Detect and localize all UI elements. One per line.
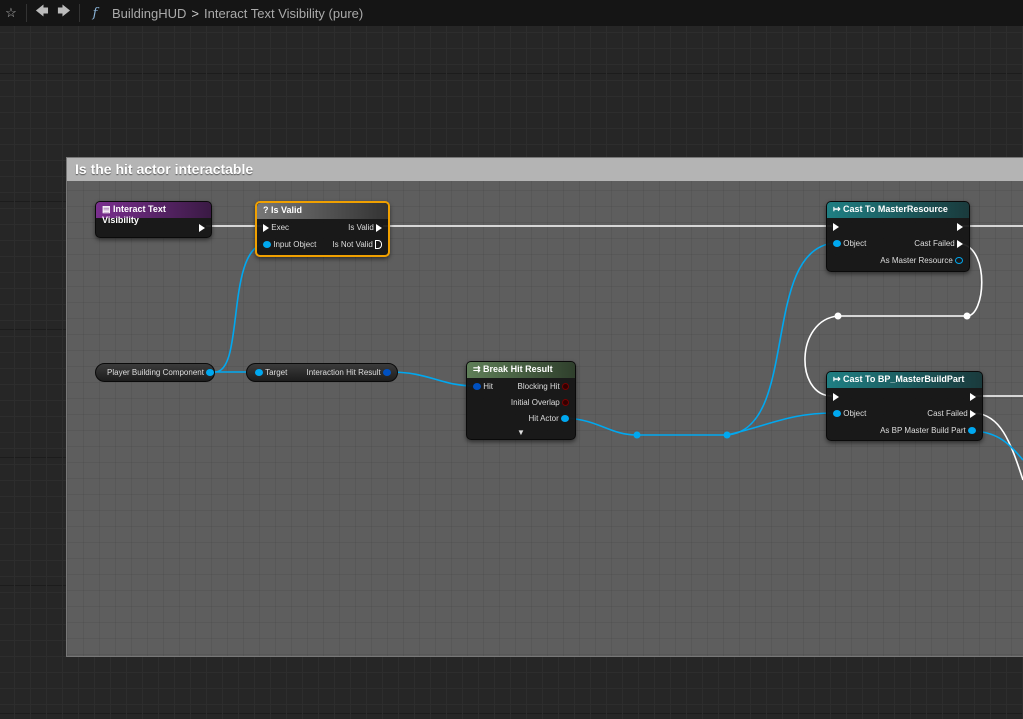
reroute-node: [963, 312, 971, 320]
reroute-node: [723, 431, 731, 439]
node-title: Interact Text Visibility: [102, 204, 166, 225]
pin-label: Cast Failed: [927, 409, 968, 418]
question-icon: ?: [263, 205, 269, 215]
pin-label: Hit Actor: [528, 414, 559, 423]
bool-out-pin[interactable]: [562, 383, 569, 391]
pin-label: Blocking Hit: [517, 382, 560, 391]
object-out-pin[interactable]: [206, 369, 215, 377]
pin-label: Exec: [271, 223, 290, 232]
bool-out-pin[interactable]: [562, 399, 569, 407]
expand-chevron-icon[interactable]: ▼: [517, 428, 525, 437]
exec-out-pin[interactable]: [957, 222, 963, 231]
cast-icon: ↦: [833, 204, 844, 214]
pin-label: As BP Master Build Part: [880, 426, 966, 435]
pin-label: Target: [265, 368, 288, 377]
exec-out-pin[interactable]: [376, 223, 382, 232]
pin-label: Input Object: [273, 240, 317, 249]
favorite-star-icon[interactable]: ☆: [5, 5, 17, 20]
function-icon: f: [92, 5, 98, 21]
cast-failed-pin[interactable]: [957, 239, 963, 248]
struct-out-pin[interactable]: [383, 369, 391, 377]
player-building-component-node[interactable]: Player Building Component: [95, 363, 215, 382]
pin-label: Is Not Valid: [332, 240, 373, 249]
cast-icon: ↦: [833, 374, 844, 384]
node-label: Player Building Component: [107, 368, 204, 377]
pin-label: Object: [843, 409, 867, 418]
object-out-pin[interactable]: [561, 415, 569, 423]
comment-title[interactable]: Is the hit actor interactable: [67, 158, 1023, 181]
pin-label: Cast Failed: [914, 239, 955, 248]
object-wire: [214, 242, 267, 373]
object-wire: [389, 371, 477, 387]
pin-label: Interaction Hit Result: [306, 368, 381, 377]
cast-to-master-resource-node[interactable]: ↦ Cast To MasterResource Object Cast Fai…: [826, 201, 970, 272]
toolbar: ☆ 🡄 🡆 f BuildingHUD > Interact Text Visi…: [0, 0, 1023, 26]
cast-to-bp-master-build-part-node[interactable]: ↦ Cast To BP_MasterBuildPart Object Cast…: [826, 371, 983, 441]
pin-label: Initial Overlap: [510, 398, 560, 407]
forward-arrow-icon[interactable]: 🡆: [57, 3, 71, 18]
pin-label: Hit: [483, 382, 494, 391]
object-wire: [565, 242, 835, 436]
object-out-pin[interactable]: [968, 427, 976, 435]
get-interaction-hit-result-node[interactable]: Target Interaction Hit Result: [246, 363, 398, 382]
node-title: Cast To BP_MasterBuildPart: [843, 374, 965, 384]
back-arrow-icon[interactable]: 🡄: [35, 3, 49, 18]
node-title: Is Valid: [271, 205, 303, 215]
reroute-node: [834, 312, 842, 320]
break-hit-result-node[interactable]: ⇉ Break Hit Result Hit Blocking Hit Init…: [466, 361, 576, 440]
pin-label: Object: [843, 239, 867, 248]
object-out-pin[interactable]: [955, 257, 963, 265]
node-title: Break Hit Result: [483, 364, 553, 374]
breadcrumb-separator: >: [191, 5, 200, 21]
exec-in-pin[interactable]: [833, 392, 839, 401]
cast-failed-pin[interactable]: [970, 409, 976, 418]
breadcrumb-parent[interactable]: BuildingHUD: [112, 5, 187, 21]
exec-in-pin[interactable]: [263, 223, 269, 232]
object-wire: [726, 412, 835, 436]
pin-label: As Master Resource: [880, 256, 953, 265]
reroute-node: [633, 431, 641, 439]
node-title: Cast To MasterResource: [843, 204, 948, 214]
break-struct-icon: ⇉: [473, 364, 484, 374]
exec-out-pin[interactable]: [199, 223, 205, 232]
exec-in-pin[interactable]: [833, 222, 839, 231]
exec-out-pin[interactable]: [970, 392, 976, 401]
function-entry-node[interactable]: ▤ Interact Text Visibility: [95, 201, 212, 238]
is-valid-node[interactable]: ? Is Valid Exec Is Valid Input Object Is…: [255, 201, 390, 257]
hit-in-pin[interactable]: [473, 383, 481, 391]
breadcrumb-current: Interact Text Visibility (pure): [204, 5, 364, 21]
object-in-pin[interactable]: [263, 241, 271, 249]
object-in-pin[interactable]: [833, 240, 841, 248]
target-in-pin[interactable]: [255, 369, 263, 377]
exec-out-pin[interactable]: [375, 240, 382, 250]
function-entry-icon: ▤: [102, 204, 114, 214]
divider: [26, 4, 27, 22]
pin-label: Is Valid: [348, 223, 374, 232]
divider: [79, 4, 80, 22]
object-in-pin[interactable]: [833, 410, 841, 418]
